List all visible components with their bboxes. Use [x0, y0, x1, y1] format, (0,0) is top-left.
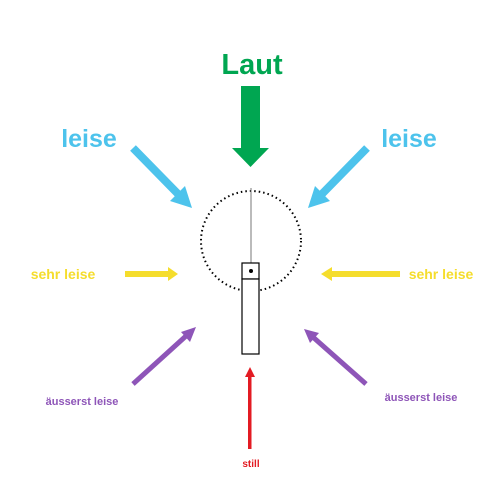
label-sehr-leise-left: sehr leise [31, 266, 96, 282]
microphone [241, 262, 260, 355]
arrow-top-laut [232, 86, 269, 167]
microphone-capsule-dot [249, 269, 253, 273]
arrow-middle-right-sehr-leise [321, 267, 400, 281]
microphone-body [241, 278, 260, 355]
arrow-lower-left-aeusserst-leise [131, 327, 196, 386]
label-laut: Laut [221, 49, 283, 81]
arrow-lower-right-aeusserst-leise [304, 329, 368, 386]
label-still: still [242, 459, 259, 470]
arrow-bottom-still [245, 367, 255, 449]
label-aeusserst-leise-left: äusserst leise [46, 396, 119, 408]
arrow-upper-right-leise [308, 145, 370, 208]
arrow-upper-left-leise [130, 145, 192, 208]
label-aeusserst-leise-right: äusserst leise [385, 392, 458, 404]
label-sehr-leise-right: sehr leise [409, 266, 474, 282]
arrow-middle-left-sehr-leise [125, 267, 178, 281]
label-leise-right: leise [381, 125, 437, 153]
label-leise-left: leise [61, 125, 117, 153]
